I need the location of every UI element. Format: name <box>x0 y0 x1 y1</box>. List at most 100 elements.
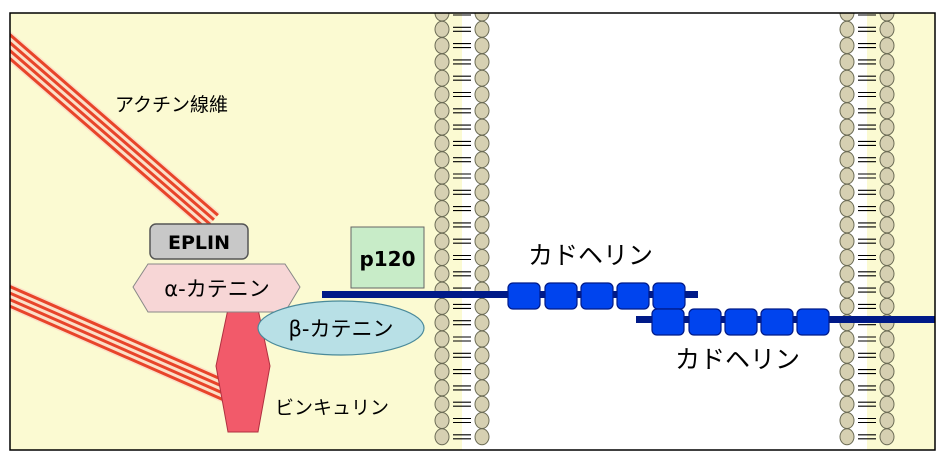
lipid-head <box>474 118 490 136</box>
lipid-head <box>839 151 855 169</box>
lipid-head <box>474 330 490 348</box>
cadherin-domains-icon <box>651 308 830 336</box>
lipid-head <box>474 69 490 87</box>
lipid-head <box>839 363 855 381</box>
lipid-head <box>879 232 895 250</box>
lipid-head <box>839 412 855 429</box>
lipid-head <box>474 20 490 38</box>
lipid-head <box>879 86 895 103</box>
lipid-head <box>839 200 855 218</box>
cytoplasm-right <box>867 13 935 450</box>
lipid-head <box>474 232 490 250</box>
lipid-head <box>434 249 450 266</box>
extracellular-space <box>462 13 867 450</box>
lipid-head <box>839 379 855 397</box>
lipid-head <box>839 102 855 120</box>
actin-strand <box>10 56 208 230</box>
lipid-head <box>839 69 855 87</box>
lipid-head <box>879 216 895 234</box>
lipid-head <box>839 281 855 299</box>
cadherin-domain <box>507 282 541 310</box>
actin-strand <box>10 291 230 391</box>
vinculin-label: ビンキュリン <box>275 397 389 419</box>
lipid-head <box>474 249 490 266</box>
cadherin-domain <box>688 308 722 336</box>
lipid-head <box>839 167 855 185</box>
actin-filament-icon <box>10 283 233 403</box>
lipid-head <box>474 216 490 234</box>
beta-catenin-label: β-カテニン <box>289 317 394 341</box>
actin-label: アクチン線維 <box>115 94 228 116</box>
lipid-head <box>434 200 450 218</box>
lipid-head <box>879 265 895 283</box>
actin-background <box>10 30 220 232</box>
lipid-head <box>879 363 895 381</box>
lipid-head <box>879 53 895 71</box>
actin-strand <box>10 284 233 386</box>
cadherin-domain <box>616 282 650 310</box>
cadherin-domain <box>760 308 794 336</box>
cadherin-domain <box>796 308 830 336</box>
lipid-head <box>879 428 895 446</box>
lipid-head <box>839 37 855 55</box>
lipid-head <box>474 314 490 332</box>
lipid-head <box>434 379 450 397</box>
lipid-head <box>474 167 490 185</box>
lipid-head <box>474 37 490 55</box>
lipid-head <box>839 346 855 364</box>
lipid-head <box>839 20 855 38</box>
lipid-head <box>434 297 450 315</box>
lipid-head <box>474 265 490 283</box>
lipid-head <box>434 37 450 55</box>
lipid-head <box>839 134 855 152</box>
lipid-head <box>839 330 855 348</box>
lipid-head <box>474 363 490 381</box>
eplin-box <box>149 223 249 260</box>
lipid-head <box>434 102 450 120</box>
lipid-head <box>879 118 895 136</box>
lipid-head <box>839 118 855 136</box>
actin-strand <box>10 304 225 402</box>
lipid-head <box>839 53 855 71</box>
lipid-head <box>474 151 490 169</box>
cadherin-domain <box>651 308 685 336</box>
lipid-head <box>434 363 450 381</box>
lipid-head <box>434 134 450 152</box>
lipid-head <box>839 183 855 201</box>
actin-strand <box>10 32 219 217</box>
lipid-head <box>879 134 895 152</box>
lipid-head <box>474 134 490 152</box>
lipid-head <box>474 297 490 315</box>
lipid-head <box>434 395 450 413</box>
lipid-head <box>839 86 855 103</box>
p120-box <box>350 226 425 289</box>
lipid-head <box>434 216 450 234</box>
lipid-head <box>474 53 490 71</box>
lipid-head <box>434 314 450 332</box>
actin-filament-icon <box>10 30 220 232</box>
lipid-head <box>879 20 895 38</box>
cadherin-domain <box>652 282 686 310</box>
lipid-head <box>879 167 895 185</box>
lipid-head <box>879 249 895 266</box>
lipid-head <box>879 183 895 201</box>
p120-label: p120 <box>359 247 415 271</box>
cadherin-domain <box>580 282 614 310</box>
alpha-catenin-label: α-カテニン <box>164 277 269 301</box>
lipid-head <box>434 232 450 250</box>
lipid-head <box>879 37 895 55</box>
lipid-head <box>474 86 490 103</box>
lipid-head <box>839 265 855 283</box>
lipid-head <box>879 379 895 397</box>
lipid-head <box>839 249 855 266</box>
lipid-head <box>474 102 490 120</box>
lipid-head <box>434 86 450 103</box>
cadherin-domains-icon <box>507 282 686 310</box>
eplin-label: EPLIN <box>168 232 230 254</box>
lipid-head <box>474 183 490 201</box>
lipid-head <box>434 346 450 364</box>
lipid-head <box>434 330 450 348</box>
cadherin-bottom-label: カドヘリン <box>675 345 800 374</box>
lipid-head <box>839 232 855 250</box>
